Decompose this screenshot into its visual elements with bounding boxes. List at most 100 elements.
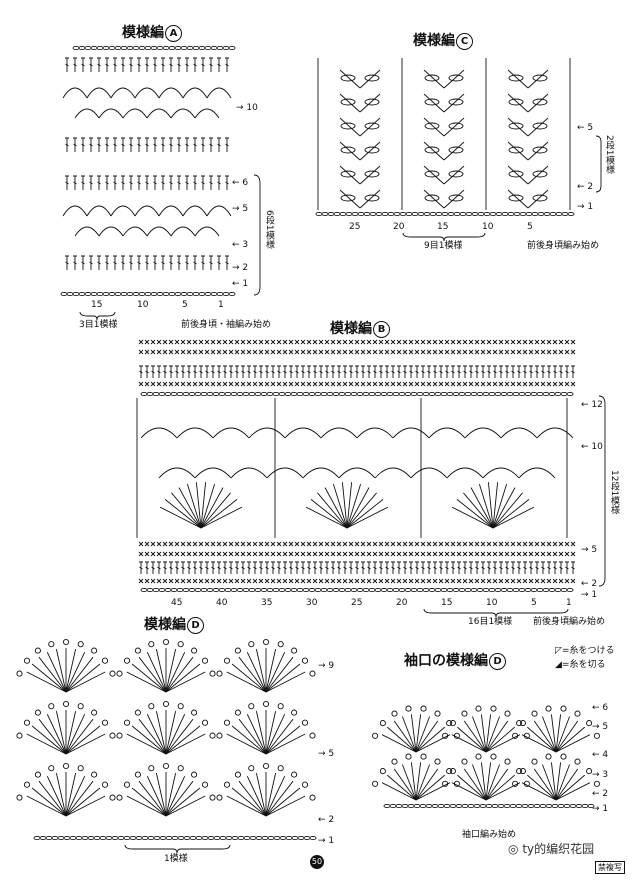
single-crochet — [150, 339, 156, 345]
fan-stitch — [470, 487, 494, 529]
picot — [248, 765, 255, 772]
single-crochet — [282, 551, 288, 557]
chain-stitch — [114, 291, 122, 297]
picot — [545, 753, 552, 760]
fan-stitch — [541, 716, 557, 753]
fan-stitch — [265, 773, 277, 817]
single-crochet — [570, 541, 576, 547]
fan-stitch — [65, 663, 101, 693]
chain-stitch — [198, 291, 206, 297]
single-crochet — [522, 551, 528, 557]
cuff-row-label: 2 — [602, 789, 609, 799]
chain-stitch — [189, 835, 197, 841]
single-crochet — [420, 541, 426, 547]
picot — [177, 641, 184, 648]
fan-stitch — [492, 487, 516, 529]
single-crochet — [354, 339, 360, 345]
single-crochet — [312, 339, 318, 345]
picot — [77, 703, 84, 710]
single-crochet — [372, 578, 378, 584]
leaf — [424, 194, 440, 202]
chain-stitch — [398, 391, 406, 397]
double-crochet — [451, 561, 455, 574]
single-crochet — [300, 349, 306, 355]
single-crochet — [324, 551, 330, 557]
fan-stitch — [492, 482, 499, 529]
double-crochet — [421, 365, 425, 378]
chain-stitch — [530, 587, 538, 593]
chain-stitch — [216, 45, 224, 51]
pattern-c-stitch-15: 15 — [437, 222, 449, 232]
double-crochet — [445, 561, 449, 574]
fan-stitch — [555, 774, 585, 801]
chain-stitch — [401, 803, 409, 809]
chain-stitch — [219, 835, 227, 841]
single-crochet — [168, 541, 174, 547]
chain-stitch — [419, 803, 427, 809]
double-crochet — [201, 255, 205, 270]
single-crochet — [234, 541, 240, 547]
chain-stitch — [198, 45, 206, 51]
pattern-c-bracket-label: 2段1模様 — [604, 135, 614, 174]
leaf — [340, 170, 356, 178]
fan-stitch — [265, 718, 294, 755]
pattern-d-row-label: 2 — [328, 815, 335, 825]
fan-stitch — [492, 499, 530, 529]
fan-stitch — [26, 795, 67, 817]
single-crochet — [546, 381, 552, 387]
single-crochet — [438, 349, 444, 355]
chain-loop — [194, 108, 220, 119]
chain-stitch — [453, 211, 461, 217]
double-crochet — [217, 561, 221, 574]
leaf — [532, 122, 548, 130]
chain-stitch — [321, 211, 329, 217]
double-crochet — [169, 57, 173, 72]
picot — [223, 719, 231, 726]
chain-stitch — [60, 291, 68, 297]
fan-stitch — [332, 483, 348, 529]
picot — [301, 781, 309, 788]
single-crochet — [342, 381, 348, 387]
double-crochet — [89, 137, 93, 152]
single-crochet — [474, 349, 480, 355]
single-crochet — [474, 578, 480, 584]
double-crochet — [337, 365, 341, 378]
chain-stitch — [431, 803, 439, 809]
single-crochet — [486, 578, 492, 584]
single-crochet — [246, 578, 252, 584]
single-crochet — [396, 349, 402, 355]
fan-stitch — [492, 506, 535, 529]
chain-stitch — [204, 45, 212, 51]
single-crochet — [486, 551, 492, 557]
chain-stitch — [422, 391, 430, 397]
fan-stitch — [65, 795, 106, 817]
fan-stitch — [415, 726, 445, 753]
chain-stitch — [495, 211, 503, 217]
chain-stitch — [383, 803, 391, 809]
picot — [62, 700, 70, 708]
chain-stitch — [162, 45, 170, 51]
pattern-d-row-label: 5 — [328, 749, 335, 759]
double-crochet — [185, 255, 189, 270]
chain-stitch — [57, 835, 65, 841]
picot — [277, 641, 284, 648]
chain-stitch — [297, 835, 305, 841]
single-crochet — [378, 578, 384, 584]
double-crochet — [523, 561, 527, 574]
single-crochet — [180, 541, 186, 547]
chain-stitch — [111, 835, 119, 841]
chain-stitch — [537, 211, 545, 217]
double-crochet — [403, 561, 407, 574]
chain-stitch — [132, 45, 140, 51]
double-crochet — [349, 561, 353, 574]
picot — [379, 720, 386, 727]
chain-stitch — [416, 587, 424, 593]
double-crochet — [511, 561, 515, 574]
single-crochet — [552, 349, 558, 355]
chain-loop — [482, 467, 520, 479]
chain-stitch — [440, 391, 448, 397]
single-crochet — [174, 578, 180, 584]
chain-stitch — [200, 587, 208, 593]
pattern-b-stitch-10: 10 — [486, 598, 498, 608]
pattern-a-row-5: → 5 — [232, 204, 249, 214]
